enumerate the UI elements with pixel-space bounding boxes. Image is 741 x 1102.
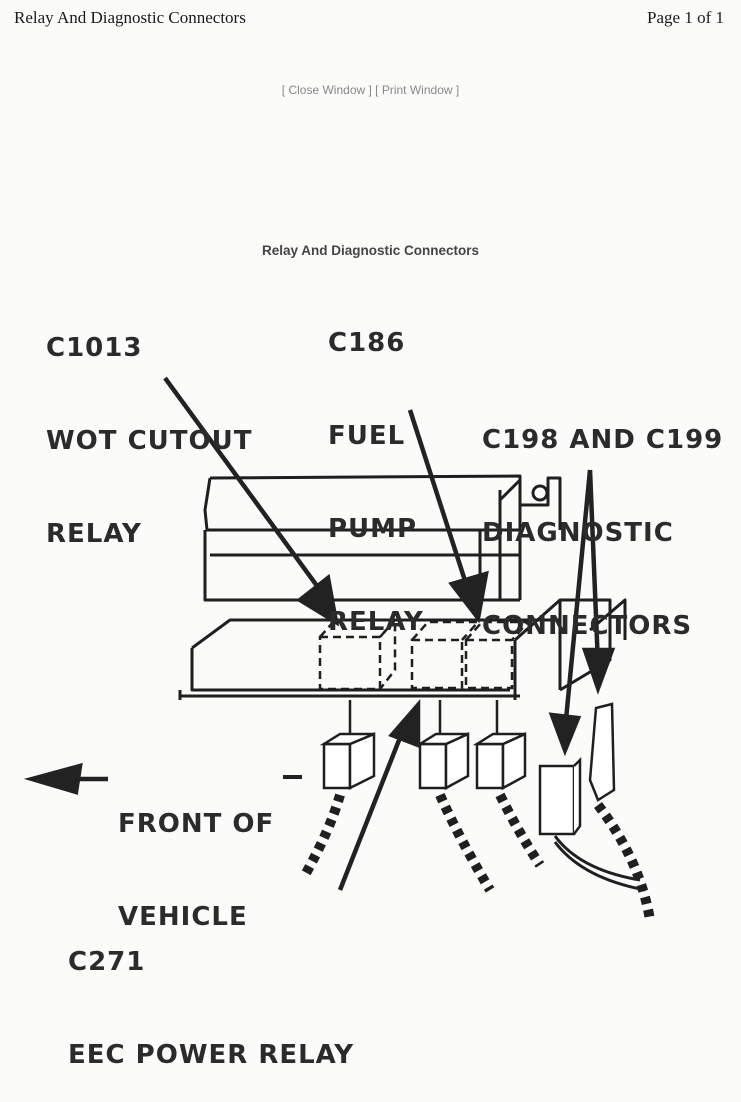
arrow-diag-c199 bbox=[587, 469, 601, 666]
label-wot-cutout-relay: C1013 WOT CUTOUT RELAY bbox=[46, 271, 252, 581]
label-diag-line1: C198 AND C199 bbox=[482, 425, 724, 455]
label-fuel-line2: PUMP bbox=[328, 514, 418, 544]
label-wot-code: C1013 bbox=[46, 333, 143, 363]
wire-harness bbox=[300, 792, 655, 921]
close-window-link[interactable]: [ Close Window ] bbox=[281, 83, 372, 97]
arrow-diag-c198 bbox=[562, 469, 593, 731]
label-eec-line1: EEC POWER RELAY bbox=[68, 1040, 355, 1070]
label-fuel-pump-relay: C186 FUEL PUMP RELAY bbox=[328, 266, 424, 669]
label-eec-power-relay: C271 EEC POWER RELAY bbox=[68, 885, 354, 1102]
label-diagnostic-connectors: C198 AND C199 DIAGNOSTIC CONNECTORS bbox=[482, 363, 723, 673]
print-window-link[interactable]: [ Print Window ] bbox=[375, 83, 460, 97]
arrow-eec-power-relay bbox=[337, 724, 408, 891]
document-title: Relay And Diagnostic Connectors bbox=[14, 8, 246, 27]
label-wot-line2: RELAY bbox=[46, 519, 142, 549]
relay-diagram bbox=[23, 376, 655, 921]
label-diag-line2: DIAGNOSTIC bbox=[482, 518, 674, 548]
label-front-line1: FRONT OF bbox=[118, 809, 275, 839]
pigtail-connectors bbox=[319, 700, 616, 836]
label-fuel-line3: RELAY bbox=[328, 607, 424, 637]
figure-title: Relay And Diagnostic Connectors bbox=[261, 243, 480, 258]
label-eec-code: C271 bbox=[68, 947, 146, 977]
pointer-arrows bbox=[23, 376, 616, 891]
arrow-fuel-pump-relay bbox=[407, 409, 471, 591]
label-front-line2: VEHICLE bbox=[118, 902, 248, 932]
label-fuel-code: C186 bbox=[328, 328, 406, 358]
relay-box-body bbox=[178, 474, 627, 700]
label-diag-line3: CONNECTORS bbox=[482, 611, 693, 641]
label-front-of-vehicle: FRONT OF VEHICLE bbox=[118, 747, 274, 964]
window-links: [ Close Window ] [ Print Window ] bbox=[0, 83, 741, 97]
label-fuel-line1: FUEL bbox=[328, 421, 406, 451]
diag-wire bbox=[553, 835, 646, 892]
relay-outlines bbox=[318, 616, 531, 691]
label-wot-line1: WOT CUTOUT bbox=[46, 426, 253, 456]
arrow-wot-relay bbox=[163, 376, 322, 592]
page-indicator: Page 1 of 1 bbox=[647, 8, 724, 27]
